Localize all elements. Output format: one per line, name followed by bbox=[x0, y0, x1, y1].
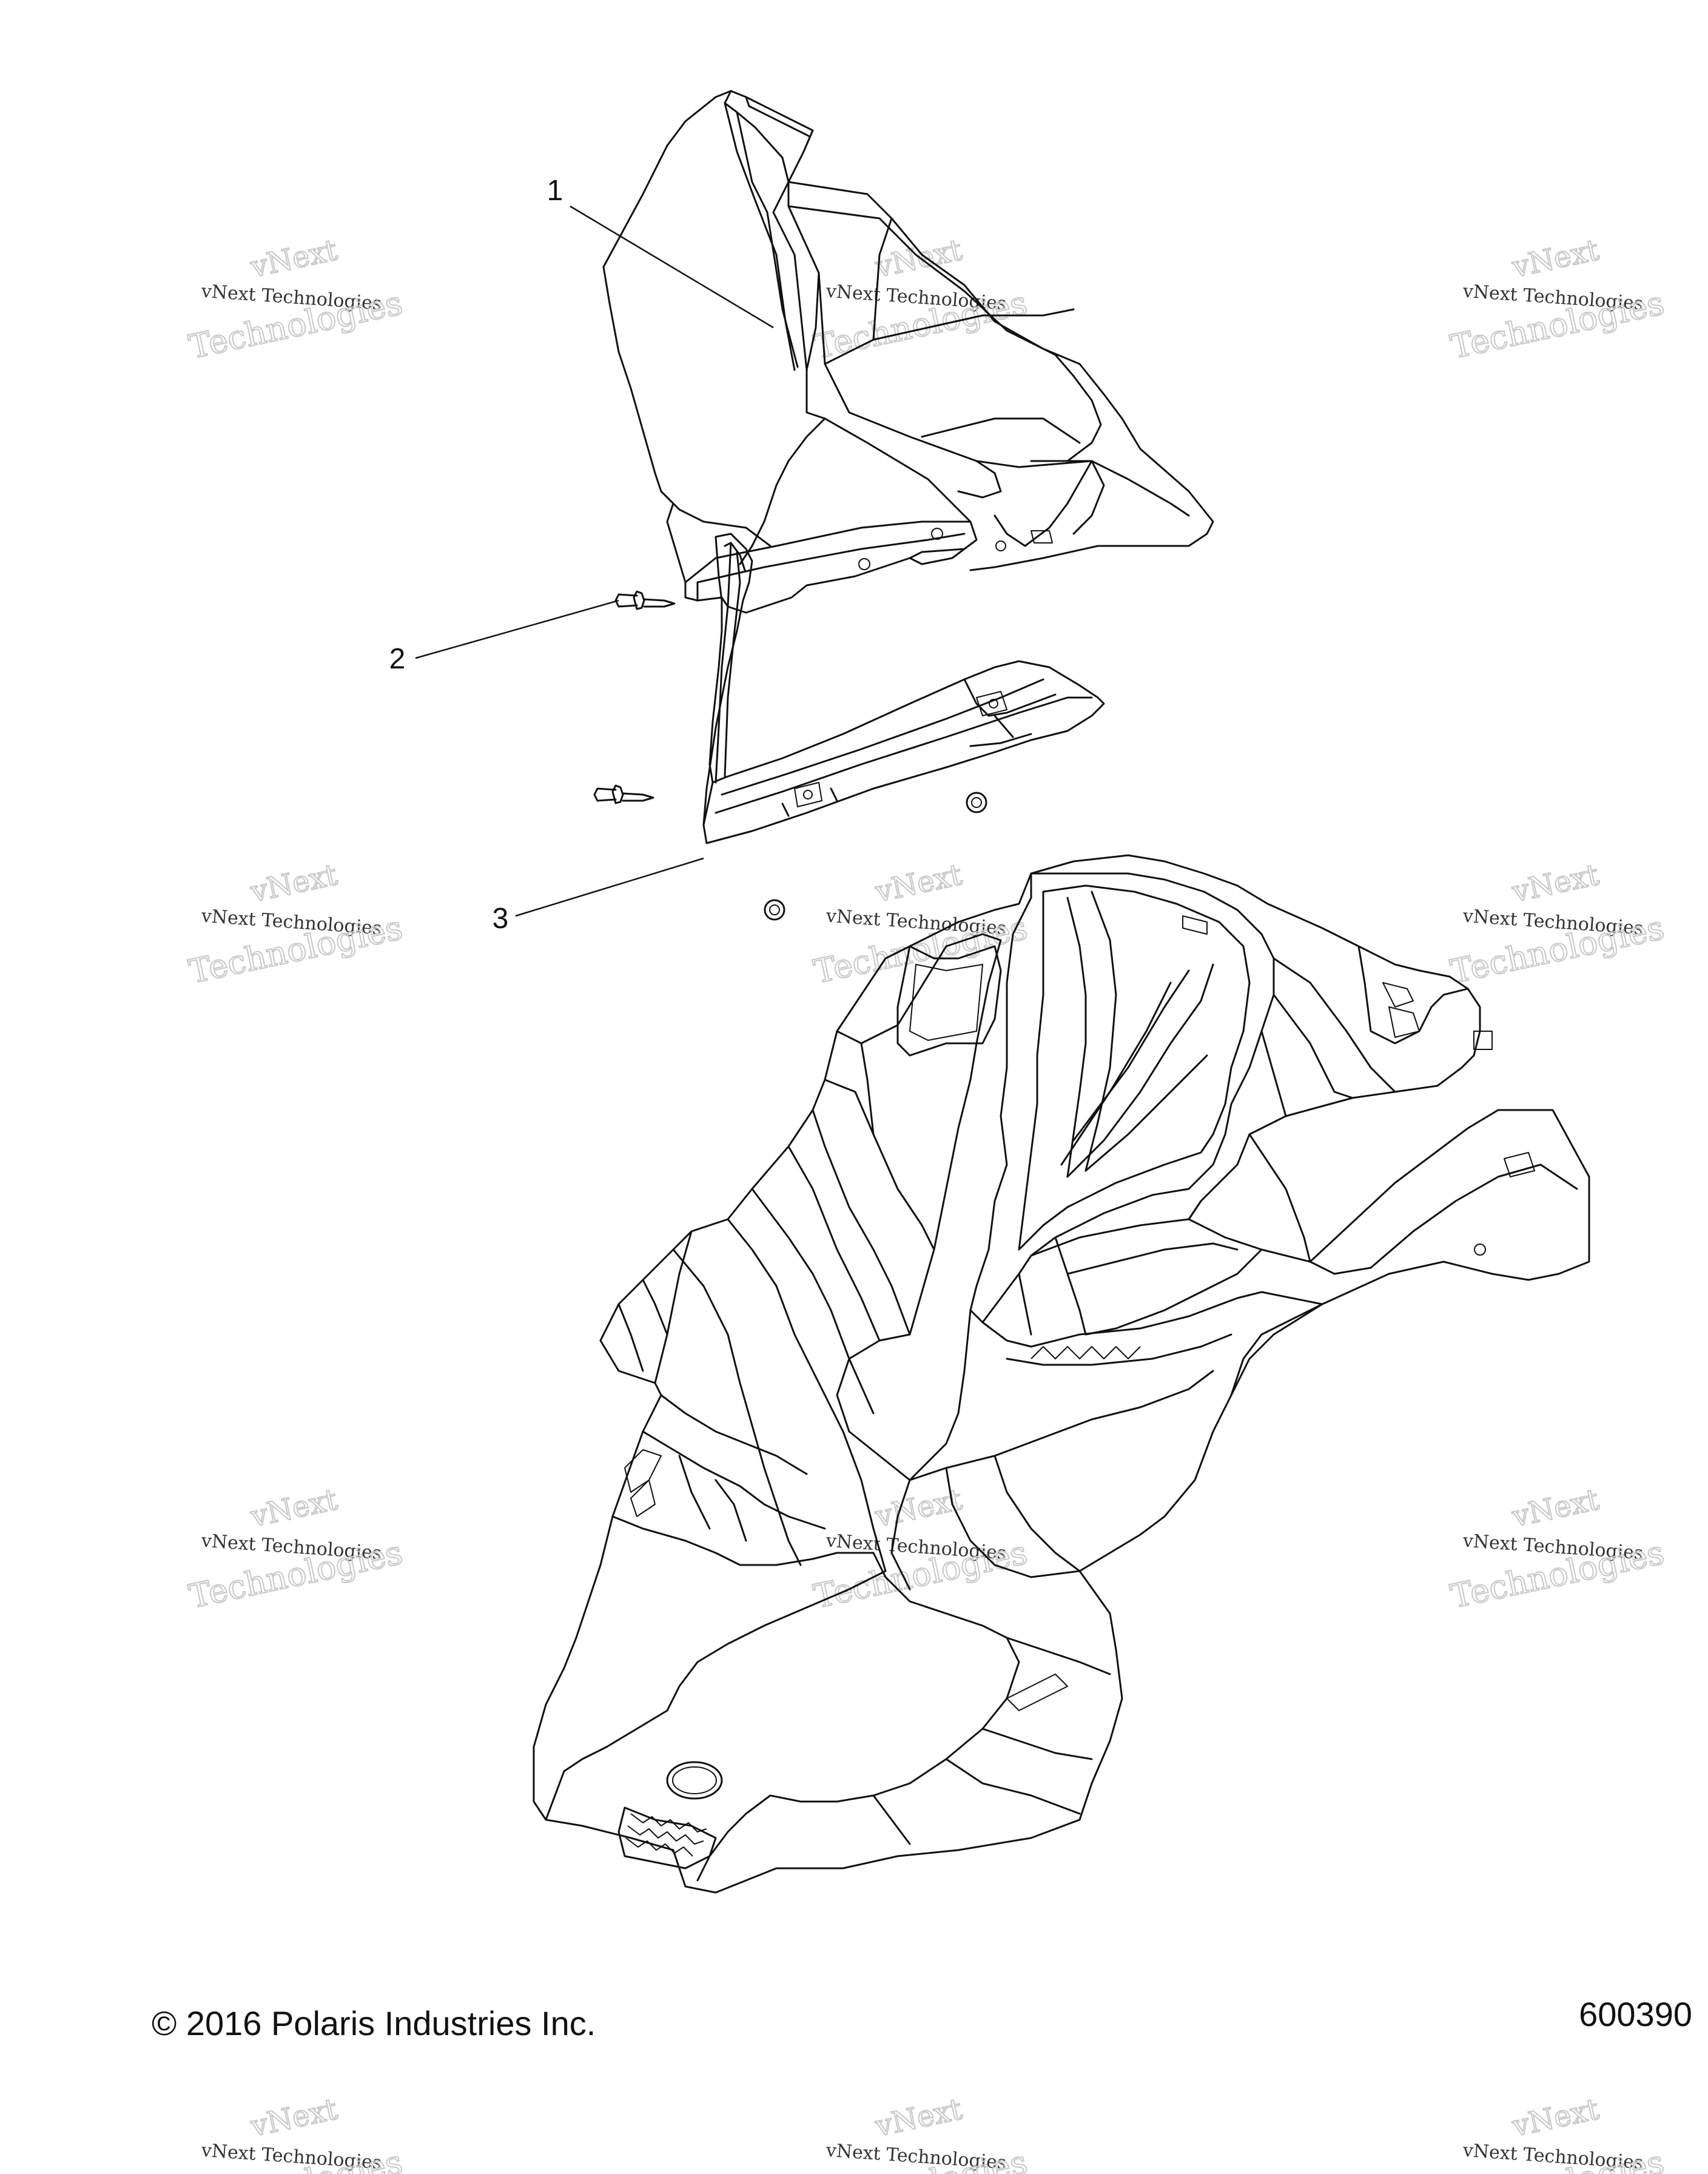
leader-line-2 bbox=[415, 599, 619, 659]
callout-3: 3 bbox=[493, 903, 509, 935]
callout-2: 2 bbox=[389, 643, 406, 675]
watermark-vnext: vNext bbox=[872, 858, 965, 909]
watermark-vnext: vNext bbox=[247, 1482, 340, 1534]
leader-line-1 bbox=[570, 205, 774, 329]
hood-body bbox=[533, 854, 1590, 1894]
watermark-vnext: vNext bbox=[1509, 858, 1602, 909]
watermark-vnext: vNext bbox=[1509, 1482, 1602, 1534]
watermark-vnext: vNext bbox=[1509, 233, 1602, 284]
push-rivet-part bbox=[593, 590, 987, 921]
windshield-part bbox=[602, 90, 1214, 614]
leader-lines bbox=[415, 205, 774, 917]
watermark-vnext: vNext bbox=[247, 858, 340, 909]
windshield-trim-part bbox=[702, 533, 1105, 844]
copyright-text: © 2016 Polaris Industries Inc. bbox=[152, 2004, 596, 2042]
leader-line-3 bbox=[515, 857, 704, 917]
watermark-vnext: vNext bbox=[872, 233, 965, 284]
watermark-vnext: vNext bbox=[872, 1482, 965, 1534]
callout-1: 1 bbox=[547, 175, 563, 207]
figure-number: 600390 bbox=[1579, 1995, 1692, 2033]
watermark-vnext: vNext bbox=[247, 233, 340, 284]
watermark-vnext: vNext bbox=[247, 2092, 340, 2144]
watermark-vnext: vNext bbox=[1509, 2092, 1602, 2144]
watermark-vnext: vNext bbox=[872, 2092, 965, 2144]
